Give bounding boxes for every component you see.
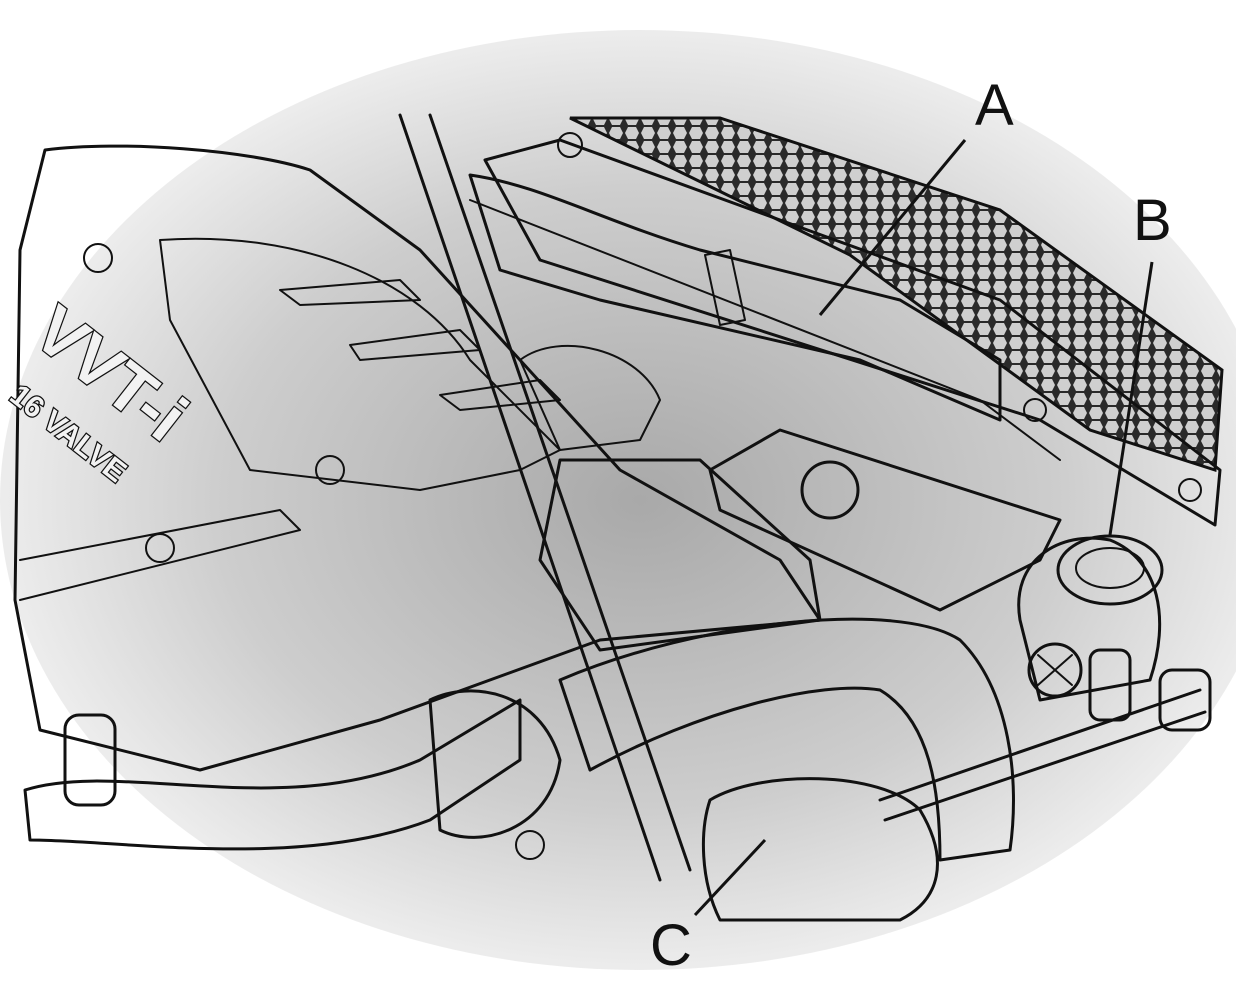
callout-b: B <box>1108 188 1172 536</box>
bracket <box>708 428 1062 612</box>
callout-c-letter: C <box>650 913 692 978</box>
radiator-hose <box>558 617 1015 862</box>
callout-c: C <box>650 838 767 978</box>
cross-pipe <box>23 689 562 860</box>
callout-b-letter: B <box>1133 188 1172 253</box>
callout-c-leader <box>693 838 767 917</box>
hood-prop-rod <box>398 113 692 882</box>
radiator-support <box>469 132 1222 527</box>
radiator-cap <box>1017 534 1164 702</box>
air-intake-duct <box>468 173 1002 422</box>
coolant-reservoir <box>701 777 939 922</box>
callout-a-letter: A <box>975 73 1014 138</box>
support-rod <box>878 648 1212 822</box>
callout-a: A <box>818 73 1014 316</box>
callout-a-leader <box>818 139 967 316</box>
callout-b-leader <box>1108 261 1154 536</box>
